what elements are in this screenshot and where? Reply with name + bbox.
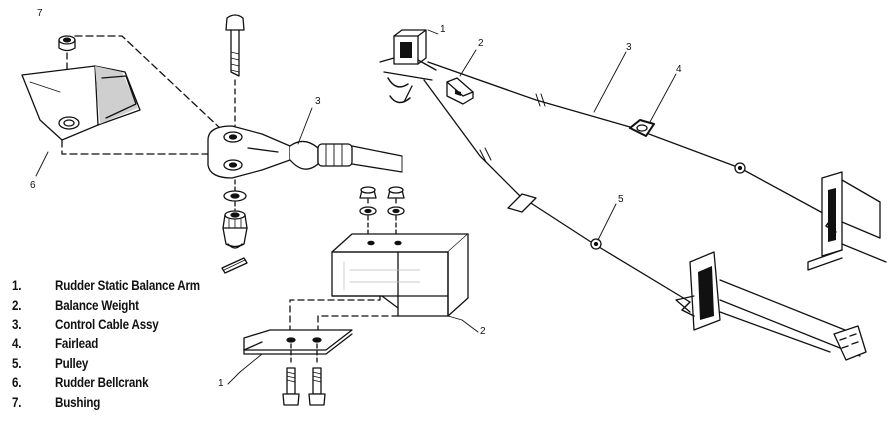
washer-part: [223, 190, 247, 202]
cable-swage: [289, 140, 403, 173]
legend-number: 2.: [12, 297, 22, 313]
callout-cable-right: 3: [626, 42, 632, 53]
legend-number: 6.: [12, 375, 22, 391]
balance-arm-plate: [243, 329, 353, 355]
callout-weight-right: 2: [478, 38, 484, 49]
cotter-pin: [221, 257, 248, 274]
legend-number: 5.: [12, 355, 22, 371]
weight-nuts: [359, 186, 405, 237]
castellated-nut: [222, 210, 248, 249]
legend-number: 3.: [12, 316, 22, 332]
bolt-part: [225, 14, 245, 129]
callout-fairlead: 4: [676, 64, 682, 75]
legend-item: 1. Rudder Static Balance Arm: [12, 276, 210, 295]
callout-cable-left: 3: [315, 96, 321, 107]
legend-item: 5. Pulley: [12, 354, 210, 373]
balance-weight-part: [331, 233, 469, 317]
bellcrank-assembly: [21, 14, 403, 274]
bellcrank-part: [21, 65, 141, 141]
callout-arm-left: 1: [218, 378, 224, 389]
upper-cable: [427, 61, 833, 219]
pulley-parts: [590, 162, 746, 250]
legend-label: Rudder Bellcrank: [55, 375, 149, 391]
callout-weight-left: 2: [480, 326, 486, 337]
balance-weight-assembly: [243, 186, 469, 406]
legend-item: 4. Fairlead: [12, 334, 210, 353]
legend-number: 1.: [12, 278, 22, 294]
legend-label: Fairlead: [55, 336, 99, 352]
legend-label: Pulley: [55, 355, 89, 371]
clevis-fork: [207, 125, 291, 179]
legend-item: 6. Rudder Bellcrank: [12, 373, 210, 392]
fairlead-part: [629, 119, 655, 137]
rudder-pedal-upper: [807, 171, 887, 271]
legend-label: Rudder Static Balance Arm: [55, 278, 200, 294]
balance-arm-screws: [282, 367, 326, 406]
legend-label: Balance Weight: [55, 297, 139, 313]
legend-number: 7.: [12, 394, 22, 410]
legend-number: 4.: [12, 336, 22, 352]
legend-item: 2. Balance Weight: [12, 295, 210, 314]
leader-lines: [35, 29, 677, 385]
legend-label: Bushing: [55, 394, 101, 410]
arm-and-weight-right: [379, 29, 474, 105]
legend-item: 3. Control Cable Assy: [12, 315, 210, 334]
legend-item: 7. Bushing: [12, 392, 210, 411]
cable-run-assembly: [379, 29, 887, 361]
callout-pulley: 5: [618, 194, 624, 205]
callout-arm-right: 1: [440, 24, 446, 35]
callout-bushing: 7: [37, 8, 43, 19]
bushing-part: [58, 35, 76, 52]
parts-legend: 1. Rudder Static Balance Arm 2. Balance …: [12, 276, 242, 412]
legend-label: Control Cable Assy: [55, 316, 159, 332]
callout-bellcrank: 6: [30, 180, 36, 191]
rudder-pedal-lower: [675, 251, 867, 361]
